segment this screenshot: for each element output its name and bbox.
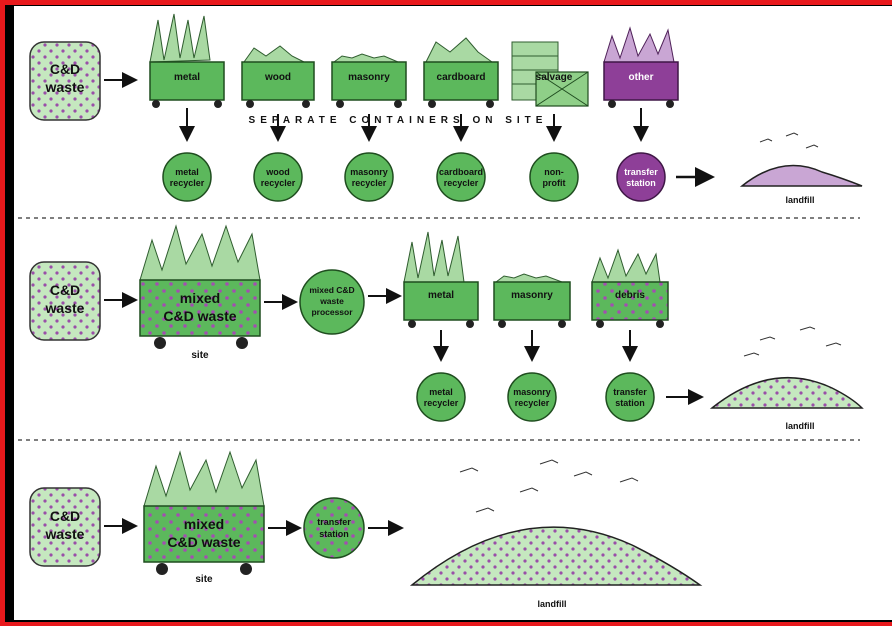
container-label: salvage [536,72,573,83]
container-label: other [629,72,654,83]
destination-label: recycler [515,398,550,408]
destination-label: masonry [513,387,551,397]
processor-label: waste [319,296,344,306]
site-label: site [195,574,213,585]
source-label-line2: waste [45,526,85,542]
destination-metal-recycler-row2: metal recycler [416,372,466,422]
container-label: wood [264,72,291,83]
destination-label: non- [544,167,564,177]
destination-label: metal [429,387,453,397]
destination-metal-recycler: metal recycler [162,152,212,202]
container-label: cardboard [437,72,486,83]
container-metal-row2: metal [403,231,479,328]
destination-label: recycler [352,178,387,188]
processor-label: processor [311,307,353,317]
landfill-row2: landfill [709,326,864,431]
mixed-waste-bin-row3: mixed C&D waste site [143,450,265,585]
container-salvage: salvage [511,41,589,107]
landfill-label: landfill [786,195,815,205]
destination-masonry-recycler: masonry recycler [344,152,394,202]
row1-source-box: C&D waste [29,41,101,121]
destination-non-profit: non- profit [529,152,579,202]
destination-wood-recycler: wood recycler [253,152,303,202]
source-label-line1: C&D [50,282,80,298]
separate-containers-banner: SEPARATE CONTAINERS ON SITE [249,115,548,126]
destination-transfer-station: transfer station [616,152,666,202]
destination-label: transfer [624,167,658,177]
source-label-line1: C&D [50,61,80,77]
container-cardboard: cardboard [423,37,499,108]
destination-label: masonry [350,167,388,177]
container-debris-row2: debris [591,248,669,328]
container-masonry-row2: masonry [493,273,571,328]
landfill-label: landfill [786,421,815,431]
source-label-line2: waste [45,300,85,316]
destination-label: recycler [444,178,479,188]
destination-label: transfer [613,387,647,397]
transfer-label: transfer [317,517,351,527]
site-label: site [191,350,209,361]
destination-label: cardboard [439,167,483,177]
container-label: masonry [348,72,390,83]
landfill-row1: landfill [739,132,863,205]
container-wood: wood [241,45,315,108]
row2-source-box: C&D waste [29,261,101,341]
destination-label: station [615,398,645,408]
destination-masonry-recycler-row2: masonry recycler [507,372,557,422]
destination-label: recycler [261,178,296,188]
bin-label-line1: mixed [184,516,224,532]
destination-label: station [626,178,656,188]
container-label: metal [174,72,200,83]
destination-label: metal [175,167,199,177]
container-other: other [603,26,679,108]
bin-label-line2: C&D waste [167,534,240,550]
transfer-station-row3: transfer station [303,497,365,559]
bin-label-line2: C&D waste [163,308,236,324]
source-label-line1: C&D [50,508,80,524]
destination-cardboard-recycler: cardboard recycler [436,152,486,202]
container-label: masonry [511,290,553,301]
destination-label: wood [265,167,290,177]
row3-source-box: C&D waste [29,487,101,567]
transfer-label: station [319,529,349,539]
destination-label: recycler [170,178,205,188]
destination-label: profit [543,178,566,188]
source-label-line2: waste [45,79,85,95]
destination-transfer-station-row2: transfer station [605,372,655,422]
container-label: debris [615,290,645,301]
container-label: metal [428,290,454,301]
mixed-waste-processor: mixed C&D waste processor [299,269,365,335]
destination-label: recycler [424,398,459,408]
container-masonry: masonry [331,53,407,108]
landfill-label: landfill [538,599,567,609]
landfill-row3: landfill [409,459,703,609]
processor-label: mixed C&D [309,285,354,295]
mixed-waste-bin-row2: mixed C&D waste site [139,224,261,361]
bin-label-line1: mixed [180,290,220,306]
container-metal: metal [149,13,225,108]
